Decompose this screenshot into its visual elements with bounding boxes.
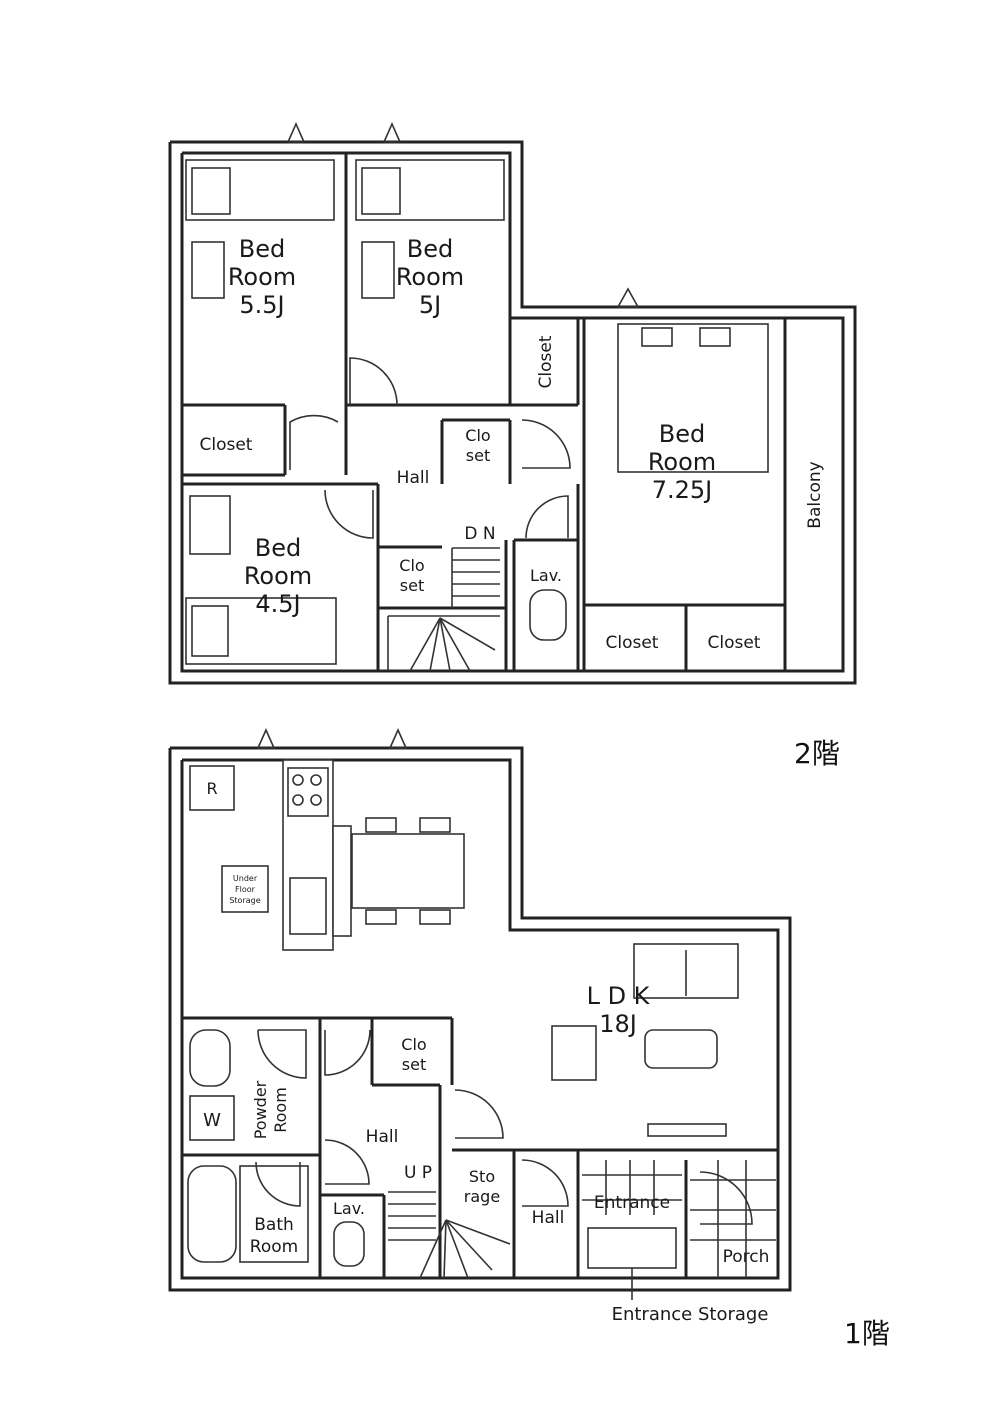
- door-swing-icon: [324, 1029, 371, 1076]
- dining-table: [351, 833, 465, 909]
- closet-label: Closet: [536, 335, 556, 388]
- door-swing-icon: [257, 1029, 307, 1079]
- stairs-up-label: U P: [404, 1163, 432, 1183]
- powder-room-label: Powder: [251, 1080, 270, 1139]
- floor-2-label: 2階: [794, 737, 840, 770]
- bath-room-label: Bath: [254, 1215, 294, 1235]
- washer-label: W: [203, 1110, 221, 1131]
- door-swing-icon: [521, 1159, 569, 1207]
- door-swing-icon: [521, 419, 571, 469]
- under-floor-storage-label: Storage: [229, 896, 260, 905]
- sink-icon: [289, 877, 327, 935]
- bedroom-2-size: 5J: [419, 291, 441, 319]
- bedroom-1-name: Bed: [239, 235, 285, 263]
- bedroom-3-size: 7.25J: [652, 476, 713, 504]
- powder-room-label: Room: [271, 1087, 290, 1133]
- floor-2-plan: Bed Room 5.5J Bed Room 5J Bed Room 7.25J…: [168, 122, 857, 685]
- bedroom-1-name: Room: [228, 263, 296, 291]
- door-swing-icon: [454, 1089, 504, 1139]
- entrance-storage-label: Entrance Storage: [612, 1304, 769, 1325]
- closet-label: set: [466, 446, 490, 465]
- window-marker-icon: [382, 122, 402, 143]
- door-swing-icon: [699, 1171, 753, 1225]
- closet-label: Closet: [606, 633, 659, 653]
- hall-label: Hall: [532, 1208, 565, 1228]
- under-floor-storage-label: Under: [233, 874, 258, 883]
- stairs-down-label: D N: [464, 524, 495, 544]
- closet-label: Clo: [401, 1035, 426, 1054]
- door-swing-icon: [525, 495, 569, 539]
- door-swing-icon: [255, 1161, 301, 1207]
- lavatory-label: Lav.: [530, 566, 562, 585]
- coffee-table: [644, 1029, 718, 1069]
- entrance-label: Entrance: [594, 1193, 670, 1213]
- closet-label: Closet: [708, 633, 761, 653]
- entrance-tiles: [582, 1160, 776, 1278]
- bedroom-3-name: Bed: [659, 420, 705, 448]
- balcony-label: Balcony: [805, 461, 825, 528]
- closet-label: Clo: [465, 426, 490, 445]
- hall-label: Hall: [397, 468, 430, 488]
- bath-room-label: Room: [250, 1237, 298, 1257]
- window-marker-icon: [256, 728, 276, 749]
- toilet-icon: [333, 1221, 365, 1267]
- closet-label: set: [402, 1055, 426, 1074]
- door-swing-icon: [349, 357, 398, 406]
- washbasin-icon: [189, 1029, 231, 1087]
- staircase-1f: [388, 1191, 511, 1279]
- bedroom-2-name: Bed: [407, 235, 453, 263]
- under-floor-storage-label: Floor: [235, 885, 256, 894]
- floor-1-plan: R Under Floor Storage W: [168, 728, 792, 1325]
- closet-label: Closet: [200, 435, 253, 455]
- bedroom-1-size: 5.5J: [239, 291, 284, 319]
- bedroom-4-size: 4.5J: [255, 590, 300, 618]
- ldk-label: L D K: [587, 982, 651, 1010]
- closet-label: set: [400, 576, 424, 595]
- bedroom-3-name: Room: [648, 448, 716, 476]
- porch-label: Porch: [723, 1247, 770, 1267]
- refrigerator-label: R: [206, 779, 217, 798]
- staircase-2f: [387, 547, 500, 672]
- refrigerator-icon: [189, 765, 235, 811]
- door-swing-icon: [324, 1139, 370, 1185]
- window-marker-icon: [286, 122, 306, 143]
- hall-label: Hall: [366, 1127, 399, 1147]
- bathtub-icon: [187, 1165, 237, 1263]
- bedroom-4-name: Bed: [255, 534, 301, 562]
- floor-1-label: 1階: [844, 1317, 890, 1350]
- closet-label: Clo: [399, 556, 424, 575]
- door-swing-icon: [324, 489, 374, 539]
- ldk-size: 18J: [599, 1010, 637, 1038]
- storage-label: Sto: [469, 1167, 495, 1186]
- bedroom-4-name: Room: [244, 562, 312, 590]
- window-marker-icon: [388, 728, 408, 749]
- washer-icon: [189, 1095, 235, 1141]
- door-swing-icon: [289, 414, 339, 470]
- storage-label: rage: [464, 1187, 500, 1206]
- lavatory-label: Lav.: [333, 1199, 365, 1218]
- bedroom-2-name: Room: [396, 263, 464, 291]
- stove-icon: [287, 767, 329, 817]
- window-marker-icon: [616, 287, 640, 308]
